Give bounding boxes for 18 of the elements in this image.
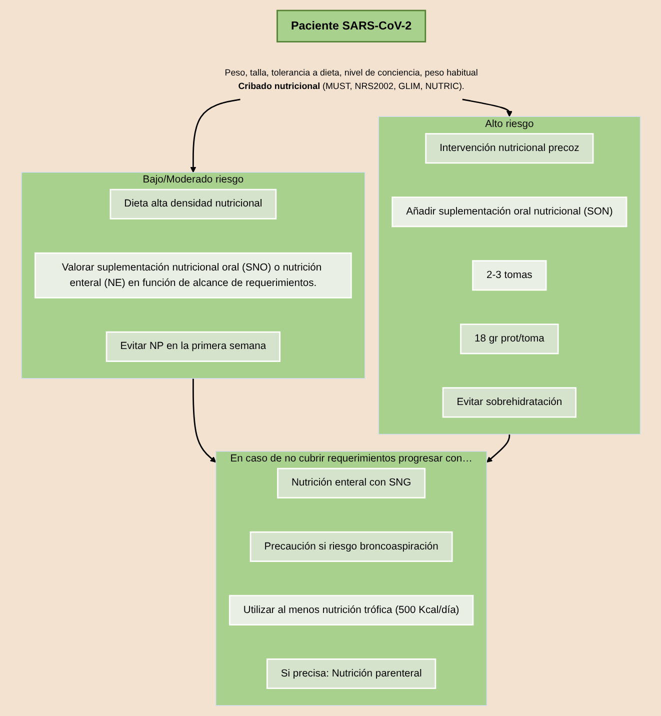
arrow [486,434,510,463]
node-box: Si precisa: Nutrición parenteral [266,658,436,689]
node-box: Utilizar al menos nutrición trófica (500 Kcal/día) [228,594,474,626]
node-box: Precaución si riesgo broncoaspiración [249,531,452,562]
node-box: Evitar sobrehidratación [442,387,576,418]
node-box: 18 gr prot/toma [460,324,558,354]
node-box: Evitar NP en la primera semana [105,331,280,362]
node-box: Dieta alta densidad nutricional [109,188,276,220]
node-box: 2-3 tomas [472,260,546,291]
node-box: Nutrición enteral con SNG [276,468,426,498]
node-box: Intervención nutricional precoz [424,133,594,164]
node-box: Valorar suplementación nutricional oral (SNO) o nutrición enteral (NE) en función de alcance de requerimientos. [34,252,352,298]
arrow [192,378,216,463]
node-box: Añadir suplementación oral nutricional (SON) [391,196,627,228]
node-box: Paciente SARS-CoV-2 [276,10,426,42]
node-text: Peso, talla, tolerancia a dieta, nivel de conciencia, peso habitual Cribado nutricional (MUST, NRS2002, GLIM, NUTRIC). [224,67,478,91]
arrow [462,98,512,117]
arrow [190,98,240,173]
